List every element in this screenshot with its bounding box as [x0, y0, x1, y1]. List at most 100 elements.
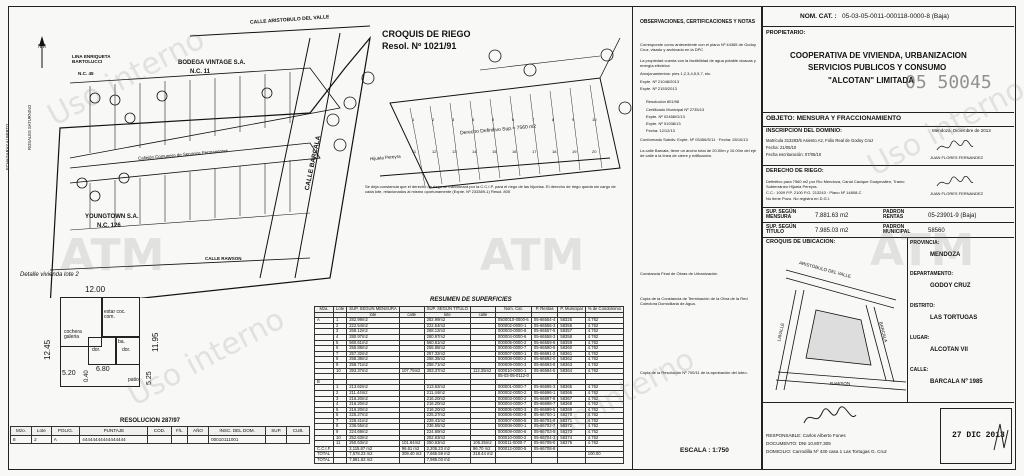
sup-mensura-label: SUP. SEGÚN MENSURA: [766, 209, 797, 220]
res-h-sup: SUP.: [265, 426, 288, 436]
location-fields: [907, 237, 908, 402]
house-room: [60, 297, 102, 347]
dim-6-80: 6.80: [96, 366, 110, 373]
lugar-label: LUGAR:: [910, 335, 930, 341]
escala-label: ESCALA : 1:750: [680, 447, 729, 454]
lot-number: 2: [432, 117, 435, 122]
table-cell: 1: [333, 317, 348, 324]
provincia-value: MENDOZA: [930, 252, 961, 258]
watermark-logo: ATM: [870, 225, 975, 276]
table-cell: 000002-0000-2: [494, 389, 532, 397]
table-cell: 000009-0000-6: [494, 429, 532, 436]
table-cell: [584, 378, 625, 386]
table-cell: 4: [333, 401, 348, 408]
table-cell: [584, 445, 625, 453]
sup-titulo: 7.985.03 m2: [815, 228, 849, 234]
propietario-line-3: "ALCOTAN" LIMITADA: [828, 76, 914, 85]
lot-number: 1: [412, 117, 415, 122]
dim-12-45: 12.45: [43, 339, 52, 360]
lot-number: 8: [552, 117, 555, 122]
lot-number: 13: [452, 149, 457, 154]
lot-number: 5: [492, 117, 495, 122]
lot-number: 20: [592, 149, 597, 154]
table-cell: 10: [333, 367, 348, 375]
nm-label: NM: [38, 44, 46, 50]
table-cell: [557, 445, 586, 453]
obs-p12: La calle Barcala, tiene un ancho total d…: [640, 148, 757, 158]
resumen-header-cell: Lote: [333, 306, 348, 313]
res-c-puntaje: 44444444444444444: [79, 434, 149, 445]
table-cell: 4.762: [584, 406, 625, 414]
distrito-label: DISTRITO:: [910, 303, 935, 309]
table-cell: [470, 457, 496, 464]
propietario-label: PROPIETARIO:: [766, 30, 806, 36]
detalle-label: Detalle vivienda lote 2: [20, 272, 79, 278]
house-room: [116, 337, 140, 365]
table-cell: TOTAL: [313, 457, 335, 464]
table-cell: [333, 451, 348, 458]
table-cell: 4.762: [584, 334, 625, 341]
table-cell: 4.762: [584, 434, 625, 442]
room-ba: ba.: [118, 339, 125, 345]
nom-cat-value: 05-03-05-0011-000118-0000-8 (Baja): [842, 13, 950, 20]
table-cell: 9: [333, 429, 348, 436]
table-cell: 7,881.63 m2: [346, 457, 400, 464]
table-cell: 560.61m2: [423, 339, 472, 347]
res-h-mzo: Mzo.: [9, 426, 33, 436]
resumen-title: RESUMEN DE SUPERFICIES: [430, 297, 512, 303]
croquis-title: CROQUIS DE RIEGO: [382, 29, 471, 39]
table-cell: 228.41m2: [423, 417, 472, 425]
signature-1: [936, 140, 974, 151]
table-cell: 000007-0000-5: [494, 417, 532, 425]
table-cell: 257.32m2: [423, 350, 472, 358]
table-cell: 258.35m2: [423, 356, 472, 363]
inscripcion-fecha: Fecha: 21/05/10: [766, 145, 797, 150]
table-cell: 3: [333, 395, 348, 403]
responsable: RESPONSABLE: Carlos Alberto Funes: [766, 433, 846, 438]
padron-rentas: 05-23901-9 (Baja): [928, 213, 977, 219]
owner-5: ROSALES SATURNINO: [27, 104, 32, 150]
lot-number: 17: [532, 149, 537, 154]
table-cell: 213.62m2: [423, 384, 472, 391]
provincia-label: PROVINCIA:: [910, 240, 940, 246]
watermark-logo: ATM: [480, 230, 585, 281]
table-cell: 58361: [557, 350, 586, 358]
owner-1: LINA ENRIQUETA BARTOLUCCI: [72, 54, 111, 64]
table-cell: [584, 457, 625, 464]
table-cell: 000010-0000-2: [494, 434, 532, 442]
table-cell: 393.37m2: [423, 367, 472, 375]
lot-number: 7: [532, 117, 535, 122]
divider: [762, 112, 1014, 113]
table-cell: 1: [333, 384, 348, 391]
street-rawson: CALLE RAWSON: [205, 256, 242, 261]
lot-number: 11: [412, 149, 417, 154]
table-cell: [494, 378, 532, 386]
table-cell: 58360: [557, 345, 586, 352]
table-cell: 0500010-0000-6: [494, 317, 532, 324]
location-croquis: [775, 269, 907, 391]
table-cell: [584, 373, 625, 380]
res-c-insc: 00010111001: [208, 434, 267, 445]
table-cell: 58371: [557, 417, 586, 425]
divider: [762, 26, 1014, 27]
table-cell: [557, 378, 586, 386]
table-cell: 58368: [557, 401, 586, 408]
room-dor-2: dor.: [122, 347, 131, 353]
res-c-polig: A: [50, 434, 81, 445]
table-cell: 100.00: [584, 451, 625, 458]
obs-p13: Constancia Final de Obras de Urbanizació…: [640, 271, 718, 276]
table-cell: [494, 457, 532, 464]
lot-number: 18: [552, 149, 557, 154]
table-cell: 58366: [557, 389, 586, 397]
table-cell: [333, 445, 348, 453]
table-cell: 58358: [557, 334, 586, 341]
departamento-value: GODOY CRUZ: [930, 283, 971, 289]
table-cell: 000008-0000-1: [494, 423, 532, 431]
distrito-value: LAS TORTUGAS: [930, 315, 978, 321]
